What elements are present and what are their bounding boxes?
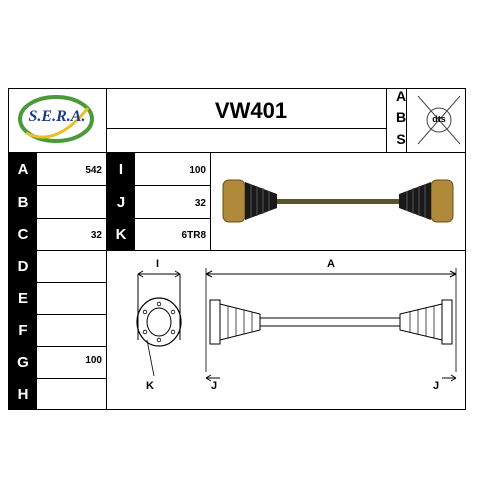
row-label-b: B xyxy=(9,186,37,218)
dim-label-a: A xyxy=(327,258,335,270)
grid-line xyxy=(8,152,466,153)
row-label-i: I xyxy=(107,153,135,185)
sera-logo: S.E.R.A. xyxy=(8,88,106,152)
row-label-h: H xyxy=(9,379,37,409)
header: S.E.R.A. VW401 A B S dts xyxy=(8,88,466,152)
row-label-f: F xyxy=(9,315,37,346)
grid-line xyxy=(465,88,466,410)
grid-line xyxy=(106,88,107,410)
dim-label-i: I xyxy=(156,258,160,270)
grid-line xyxy=(8,88,466,89)
grid-line xyxy=(8,314,106,315)
abs-letter-b: B xyxy=(395,109,407,125)
abs-letter-a: A xyxy=(395,88,407,104)
grid-line xyxy=(8,378,106,379)
part-code: VW401 xyxy=(214,98,288,123)
grid-line xyxy=(8,409,466,410)
dim-label-k: K xyxy=(146,380,154,392)
grid-line xyxy=(8,282,106,283)
logo-text: S.E.R.A. xyxy=(28,108,86,125)
technical-drawing: I A K J J xyxy=(110,252,464,408)
grid-line xyxy=(106,128,386,129)
grid-line xyxy=(406,88,407,152)
grid-line xyxy=(8,218,210,219)
row-label-k: K xyxy=(107,219,135,250)
grid-line xyxy=(386,88,387,152)
dim-label-j-left: J xyxy=(211,380,218,392)
row-label-e: E xyxy=(9,283,37,314)
grid-line xyxy=(8,185,210,186)
dts-text: dts xyxy=(432,114,446,124)
abs-letter-s: S xyxy=(396,131,406,147)
row-value-a: 542 xyxy=(85,165,102,176)
row-label-g: G xyxy=(9,347,37,378)
dim-label-j-right: J xyxy=(433,380,440,392)
row-label-c: C xyxy=(9,219,37,250)
row-value-j: 32 xyxy=(194,198,206,209)
grid-line xyxy=(8,346,106,347)
row-label-d: D xyxy=(9,251,37,282)
driveshaft-photo xyxy=(215,160,461,245)
grid-line xyxy=(8,88,9,410)
row-value-g: 100 xyxy=(85,355,102,366)
row-value-k: 6TR8 xyxy=(181,230,206,241)
grid-line xyxy=(210,152,211,250)
dts-crossed-icon: dts xyxy=(412,90,466,150)
row-label-j: J xyxy=(107,186,135,218)
row-value-i: 100 xyxy=(189,165,206,176)
grid-line xyxy=(8,250,466,251)
row-label-a: A xyxy=(9,153,37,185)
row-value-c: 32 xyxy=(90,230,102,241)
